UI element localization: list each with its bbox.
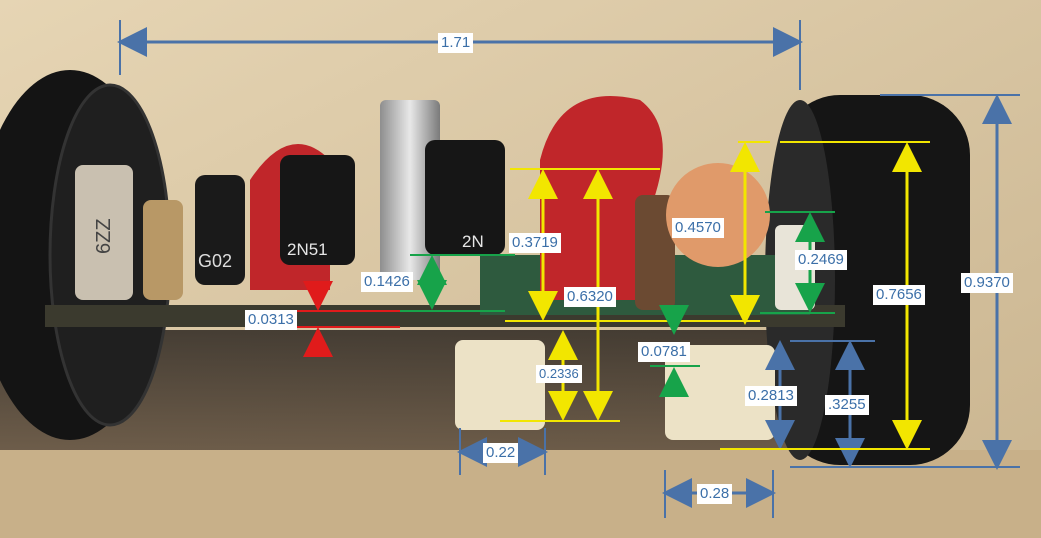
capacitor-orange	[666, 163, 770, 267]
capacitor-black	[195, 175, 245, 285]
transistor-right	[425, 140, 505, 255]
marking-resistor-left: 6ZZ	[93, 218, 115, 254]
label-support-left: 0.22	[483, 443, 519, 463]
resistor-tan	[143, 200, 183, 300]
label-upper-gap: 0.3719	[509, 233, 561, 253]
label-outer-diameter: 0.9370	[961, 273, 1013, 293]
support-block-left	[455, 340, 545, 430]
marking-transistor-left: 2N51	[287, 240, 328, 259]
support-block-right	[665, 345, 775, 440]
transistor-left	[280, 155, 355, 265]
label-half-outer: .3255	[825, 395, 869, 415]
label-lower-half: 0.2813	[745, 386, 797, 406]
label-transistor-gap: 0.1426	[361, 272, 413, 292]
label-upper-cap: 0.4570	[672, 218, 724, 238]
label-support-right: 0.28	[697, 484, 733, 504]
label-right-gap: 0.2469	[795, 250, 847, 270]
label-board-thickness: 0.0313	[245, 310, 297, 330]
resistor-grey	[75, 165, 133, 300]
marking-capacitor-small: G02	[198, 251, 232, 271]
resistor-brown	[635, 195, 675, 310]
label-inner-height: 0.7656	[873, 285, 925, 305]
label-tall-component: 0.6320	[564, 287, 616, 307]
marking-transistor-right: 2N	[462, 232, 484, 251]
label-lead-gap: 0.0781	[638, 342, 690, 362]
label-lower-gap: 0.2336	[536, 365, 582, 383]
label-overall-length: 1.71	[438, 33, 474, 53]
